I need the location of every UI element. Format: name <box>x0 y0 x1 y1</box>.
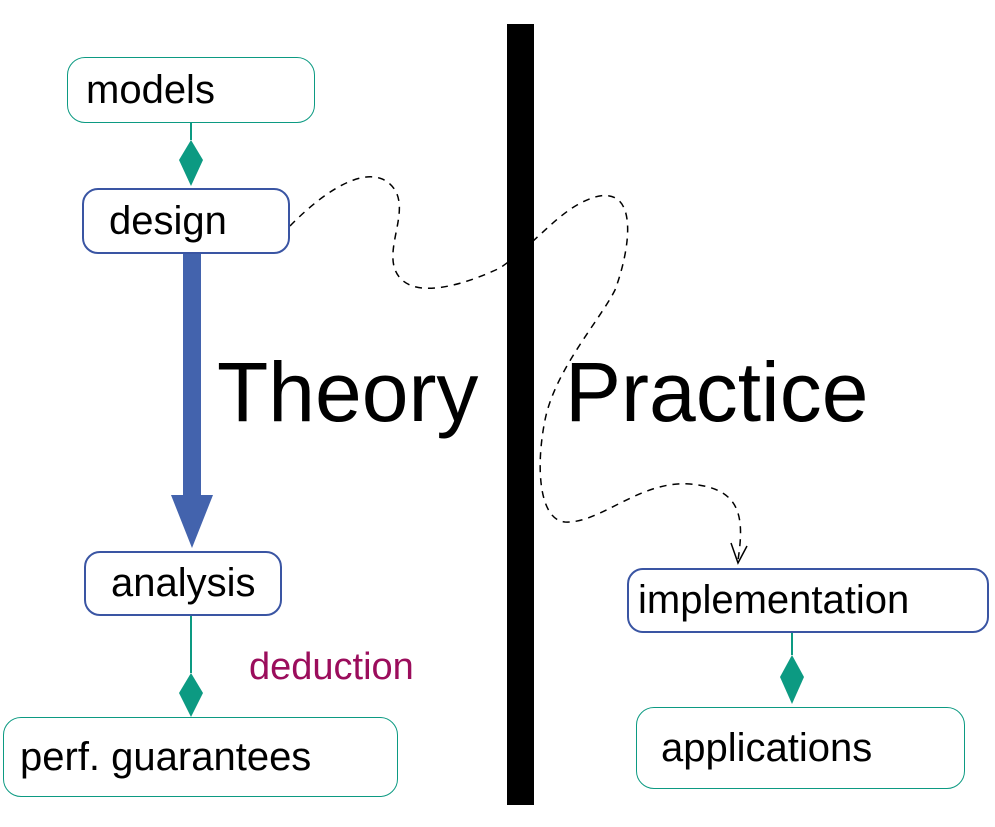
design-to-implementation-dashed-arrow <box>289 176 748 565</box>
models-node: models <box>67 57 315 123</box>
theory-practice-divider <box>507 24 534 805</box>
design-node: design <box>82 188 290 254</box>
applications-label: applications <box>661 725 873 770</box>
implementation-node: implementation <box>627 568 989 633</box>
implementation-to-applications-arrow <box>780 632 804 704</box>
practice-heading: Practice <box>565 345 869 439</box>
analysis-label: analysis <box>111 561 256 605</box>
deduction-label: deduction <box>249 646 414 688</box>
theory-heading: Theory <box>217 345 479 439</box>
analysis-to-guarantees-arrow <box>179 616 203 717</box>
models-to-design-arrow <box>179 123 203 186</box>
applications-node: applications <box>636 707 965 789</box>
design-to-analysis-arrow <box>171 252 213 548</box>
analysis-node: analysis <box>84 551 282 616</box>
implementation-label: implementation <box>638 578 910 622</box>
design-label: design <box>109 198 227 243</box>
perf-guarantees-node: perf. guarantees <box>3 717 398 797</box>
perf-guarantees-label: perf. guarantees <box>20 734 312 779</box>
models-label: models <box>86 67 215 112</box>
